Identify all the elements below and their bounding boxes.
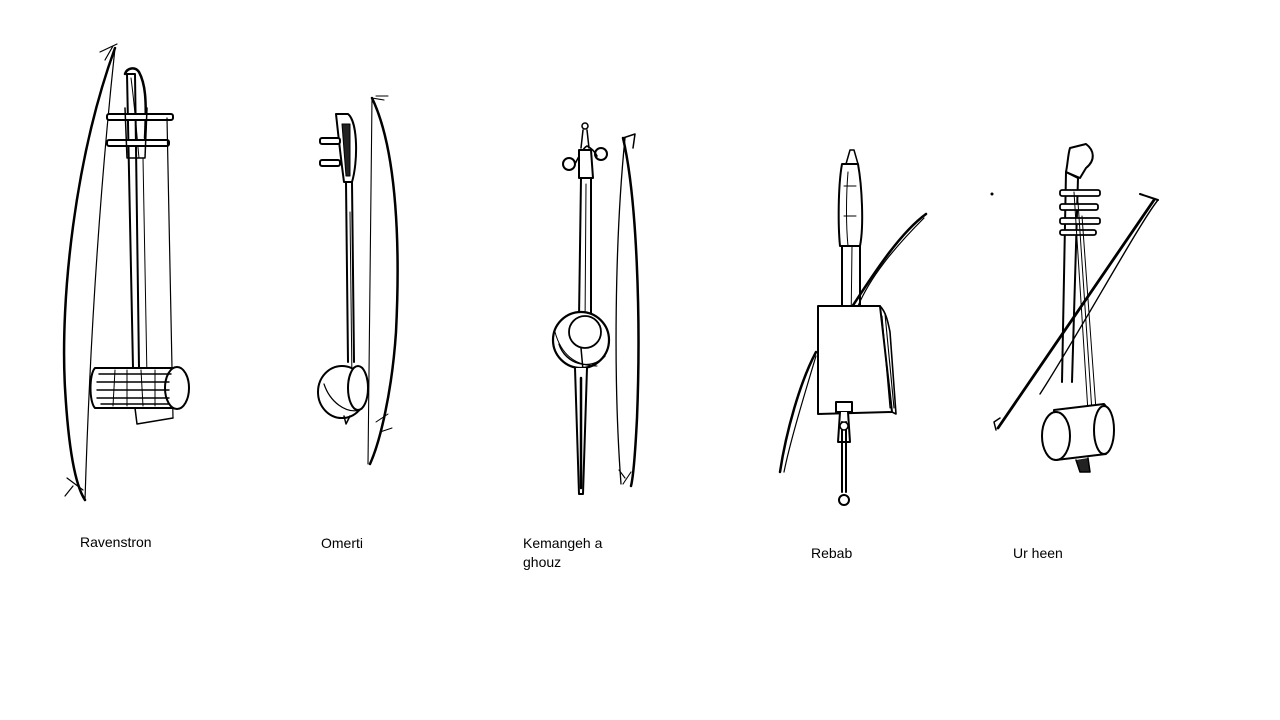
- kemangeh-a-ghouz-drawing-icon: [545, 118, 655, 502]
- ur-heen-drawing-icon: [990, 142, 1170, 482]
- ravenstron-drawing-icon: [55, 38, 205, 508]
- caption-omerti: Omerti: [321, 535, 363, 551]
- rebab-drawing-icon: [776, 146, 936, 516]
- caption-rebab: Rebab: [811, 545, 853, 561]
- omerti-drawing-icon: [300, 92, 410, 472]
- caption-ravenstron: Ravenstron: [80, 534, 152, 550]
- caption-kemangeh-a-ghouz: Kemangeh a ghouz: [523, 535, 603, 570]
- caption-ur-heen: Ur heen: [1013, 545, 1063, 561]
